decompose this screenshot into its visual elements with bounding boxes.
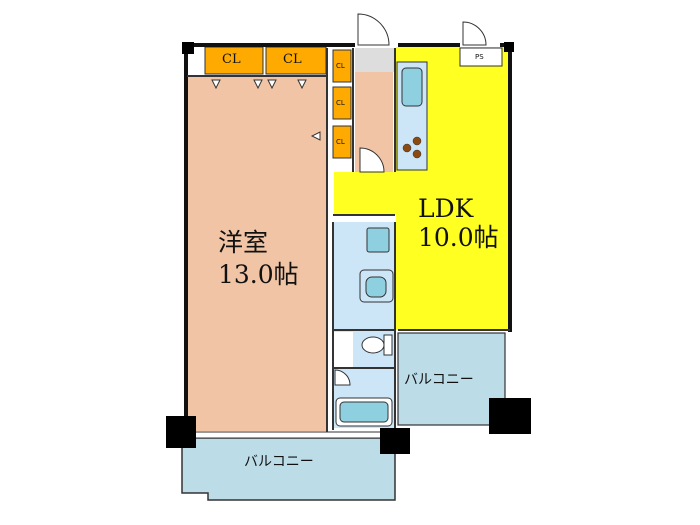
closets xyxy=(204,46,352,159)
closet-arrows xyxy=(211,79,321,141)
western-room-name: 洋室 xyxy=(218,228,269,257)
closet-label: CL xyxy=(283,52,302,67)
ldk-name: LDK xyxy=(418,194,474,223)
interior-walls xyxy=(187,48,510,432)
ldk-size: 10.0帖 xyxy=(418,223,499,252)
western-room-size: 13.0帖 xyxy=(218,260,299,289)
sink-icon xyxy=(366,227,390,253)
kitchen-sink-icon xyxy=(401,67,423,107)
pipe-space-label: PS xyxy=(475,53,484,61)
stove-icon xyxy=(402,136,422,159)
sliding-doors xyxy=(190,214,508,433)
closet-label: CL xyxy=(336,138,345,146)
pipe-space xyxy=(459,47,503,67)
balcony-south-label: バルコニー xyxy=(244,454,314,470)
closet-label: CL xyxy=(336,99,345,107)
washbasin-icon xyxy=(359,269,394,303)
closet-label: CL xyxy=(336,62,345,70)
balcony-east xyxy=(397,332,506,426)
kitchen-counter xyxy=(396,61,428,171)
balcony-east-label: バルコニー xyxy=(404,372,474,388)
closet-label: CL xyxy=(222,52,241,67)
ldk-area xyxy=(334,47,508,330)
western-room xyxy=(187,76,327,431)
bathtub-icon xyxy=(335,397,393,427)
entry-corridor xyxy=(355,48,395,72)
door-swing-icon xyxy=(334,13,487,386)
structural-columns xyxy=(166,42,531,454)
toilet-icon xyxy=(361,334,393,356)
